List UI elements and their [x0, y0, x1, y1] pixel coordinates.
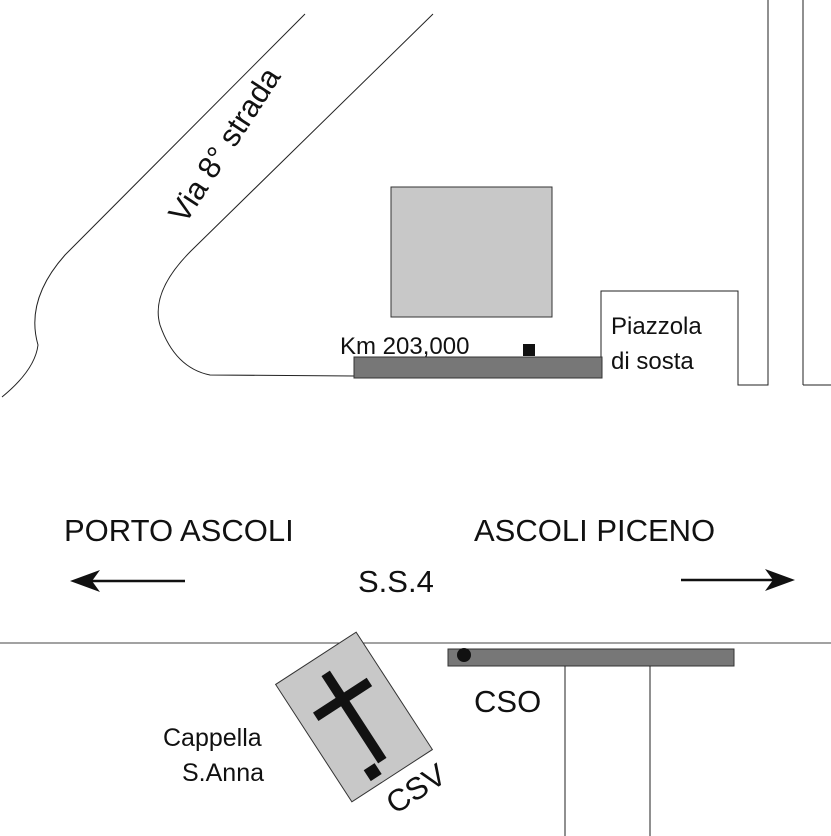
piazzola-label-line1: Piazzola	[611, 313, 702, 340]
chapel-label-line2: S.Anna	[182, 759, 264, 787]
cso-dot	[457, 648, 471, 662]
chapel-label-line1: Cappella	[163, 724, 262, 752]
via-8-strada-outer-edge	[1, 13, 306, 398]
upper-roadside-bar	[353, 356, 603, 379]
lower-roadside-bar	[447, 648, 735, 667]
piazzola-label-line2: di sosta	[611, 348, 694, 375]
piazzola-di-sosta-outline	[600, 0, 769, 386]
ascoli-piceno-label: ASCOLI PICENO	[474, 513, 715, 548]
cross-icon-vertical	[321, 670, 387, 764]
porto-ascoli-label: PORTO ASCOLI	[64, 513, 294, 548]
km-marker-label: Km 203,000	[340, 333, 469, 360]
via-8-strada-label: Via 8° strada	[162, 60, 288, 228]
building	[390, 186, 553, 318]
km-marker-square	[523, 344, 535, 356]
cso-label: CSO	[474, 684, 541, 719]
via-8-strada-inner-edge	[157, 13, 434, 377]
ss4-label: S.S.4	[358, 564, 434, 599]
csv-square	[363, 763, 382, 782]
cappella-s-anna	[274, 631, 434, 803]
cross-icon-horizontal	[313, 677, 373, 722]
arrow-right-icon	[681, 569, 795, 591]
arrow-left-icon	[70, 570, 185, 592]
